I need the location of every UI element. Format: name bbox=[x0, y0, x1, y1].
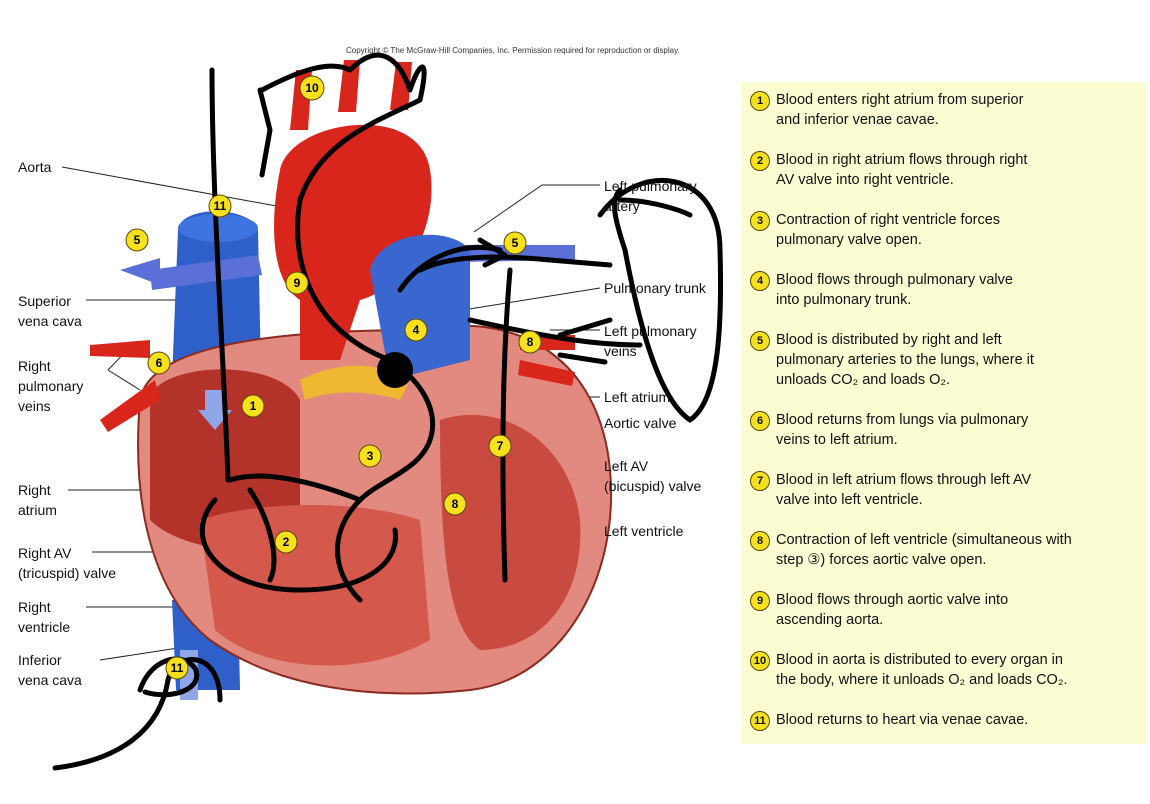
label-right-pulmonary-veins: Right pulmonary veins bbox=[18, 358, 84, 414]
marker-9-label: 9 bbox=[294, 276, 301, 290]
label-left-pulmonary-artery: Left pulmonary artery bbox=[604, 178, 697, 214]
label-pulmonary-trunk: Pulmonary trunk bbox=[604, 280, 706, 296]
marker-4-label: 4 bbox=[413, 323, 420, 337]
step-7-text: Blood in left atrium flows through left … bbox=[776, 472, 1032, 508]
marker-3: 3 bbox=[358, 444, 382, 468]
step-9-text: Blood flows through aortic valve into as… bbox=[776, 592, 1009, 628]
step-6-text: Blood returns from lungs via pulmonary v… bbox=[776, 412, 1029, 448]
label-left-atrium: Left atrium bbox=[604, 389, 671, 405]
step-3-number: 3 bbox=[750, 211, 770, 231]
label-aorta: Aorta bbox=[18, 159, 52, 175]
step-2-number: 2 bbox=[750, 151, 770, 171]
marker-5-left: 5 bbox=[125, 228, 149, 252]
label-left-pulmonary-veins: Left pulmonary veins bbox=[604, 323, 697, 359]
step-8-text: Contraction of left ventricle (simultane… bbox=[776, 532, 1072, 568]
marker-8-lower-label: 8 bbox=[452, 497, 459, 511]
marker-5-left-label: 5 bbox=[134, 233, 141, 247]
step-9-number: 9 bbox=[750, 591, 770, 611]
marker-2: 2 bbox=[274, 530, 298, 554]
label-left-ventricle: Left ventricle bbox=[604, 523, 684, 539]
marker-1: 1 bbox=[241, 394, 265, 418]
marker-6-label: 6 bbox=[156, 356, 163, 370]
marker-6: 6 bbox=[147, 351, 171, 375]
step-1-text: Blood enters right atrium from superior … bbox=[776, 92, 1024, 128]
label-right-ventricle: Right ventricle bbox=[18, 599, 71, 635]
step-8-number: 8 bbox=[750, 531, 770, 551]
pen-annotations bbox=[52, 52, 724, 771]
marker-7: 7 bbox=[488, 434, 512, 458]
marker-5-right: 5 bbox=[503, 231, 527, 255]
marker-3-label: 3 bbox=[367, 449, 374, 463]
label-superior-vena-cava: Superior vena cava bbox=[18, 293, 82, 329]
step-1-number: 1 bbox=[750, 91, 770, 111]
step-4-text: Blood flows through pulmonary valve into… bbox=[776, 272, 1013, 308]
copyright-notice: Copyright © The McGraw-Hill Companies, I… bbox=[346, 46, 680, 55]
step-2-text: Blood in right atrium flows through righ… bbox=[776, 152, 1028, 188]
pen-blot bbox=[377, 352, 413, 388]
step-4-number: 4 bbox=[750, 271, 770, 291]
label-right-av-valve: Right AV (tricuspid) valve bbox=[18, 545, 117, 581]
step-markers: 1 2 3 4 5 5 6 7 8 8 9 10 11 11 bbox=[125, 75, 542, 680]
marker-11-lower: 11 bbox=[165, 656, 189, 680]
step-5-number: 5 bbox=[750, 331, 770, 351]
marker-10-label: 10 bbox=[305, 81, 319, 95]
marker-5-right-label: 5 bbox=[512, 236, 519, 250]
marker-4: 4 bbox=[404, 318, 428, 342]
step-11-number: 11 bbox=[750, 711, 770, 731]
heart-diagram: 1 2 3 4 5 5 6 7 8 8 9 10 11 11 bbox=[52, 52, 724, 771]
steps-panel: 1 Blood enters right atrium from superio… bbox=[742, 82, 1146, 744]
marker-11-upper-label: 11 bbox=[214, 199, 227, 213]
step-3-text: Contraction of right ventricle forces pu… bbox=[776, 212, 1001, 248]
step-10-number: 10 bbox=[750, 651, 770, 671]
left-ventricle-shape bbox=[440, 414, 581, 650]
pulmonary-trunk-shape bbox=[370, 234, 470, 380]
marker-8-upper-label: 8 bbox=[527, 335, 534, 349]
right-ventricle-shape bbox=[200, 505, 430, 666]
marker-9: 9 bbox=[285, 271, 309, 295]
step-10-text: Blood in aorta is distributed to every o… bbox=[776, 652, 1068, 688]
step-7-number: 7 bbox=[750, 471, 770, 491]
label-aortic-valve: Aortic valve bbox=[604, 415, 677, 431]
aorta-shape bbox=[274, 124, 432, 360]
label-inferior-vena-cava: Inferior vena cava bbox=[18, 652, 82, 688]
label-right-atrium: Right atrium bbox=[18, 482, 57, 518]
label-left-av-valve: Left AV (bicuspid) valve bbox=[604, 458, 702, 494]
marker-11-upper: 11 bbox=[208, 194, 232, 218]
step-5-text: Blood is distributed by right and left p… bbox=[776, 332, 1034, 388]
step-6-number: 6 bbox=[750, 411, 770, 431]
marker-11-lower-label: 11 bbox=[171, 661, 184, 675]
marker-7-label: 7 bbox=[497, 439, 504, 453]
step-11-text: Blood returns to heart via venae cavae. bbox=[776, 712, 1029, 728]
marker-1-label: 1 bbox=[250, 399, 257, 413]
marker-8-lower: 8 bbox=[443, 492, 467, 516]
marker-10: 10 bbox=[299, 75, 325, 101]
marker-8-upper: 8 bbox=[518, 330, 542, 354]
marker-2-label: 2 bbox=[283, 535, 290, 549]
